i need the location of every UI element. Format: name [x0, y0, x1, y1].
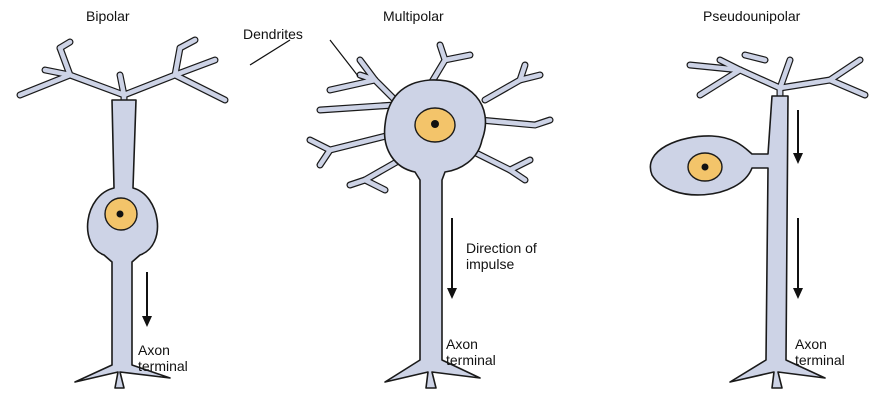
- label-axon-terminal-bipolar: Axon terminal: [138, 342, 208, 374]
- bipolar-neuron: [20, 40, 225, 388]
- title-multipolar: Multipolar: [383, 8, 444, 24]
- label-axon-terminal-multipolar: Axon terminal: [446, 336, 516, 368]
- label-direction-of-impulse: Direction of impulse: [466, 240, 576, 272]
- label-axon-terminal-pseudounipolar: Axon terminal: [795, 336, 865, 368]
- title-bipolar: Bipolar: [86, 8, 130, 24]
- label-dendrites: Dendrites: [243, 26, 303, 42]
- title-pseudounipolar: Pseudounipolar: [703, 8, 800, 24]
